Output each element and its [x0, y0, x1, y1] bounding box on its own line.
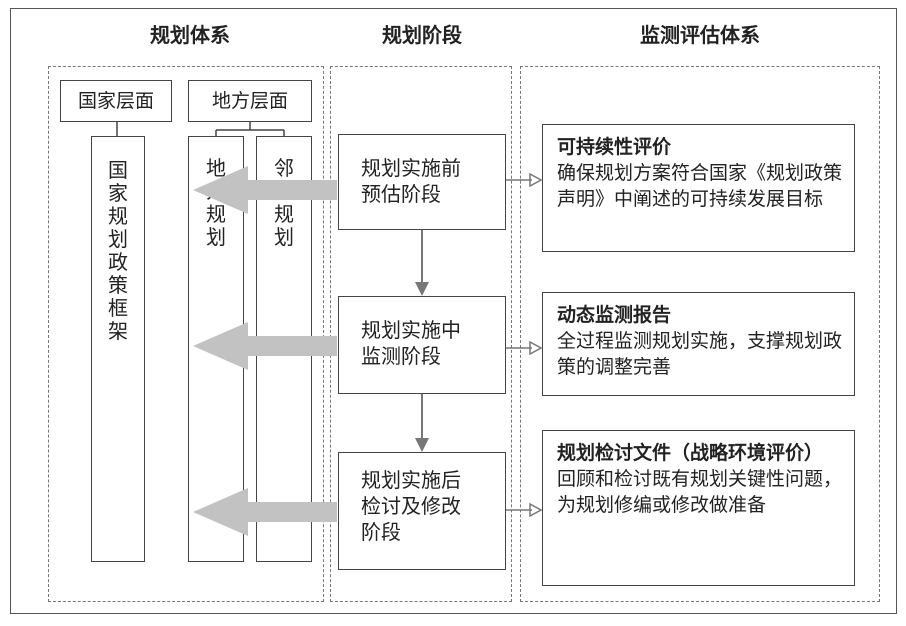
eval-title: 可持续性评价 [557, 136, 672, 158]
national-level-label: 国家层面 [60, 80, 172, 122]
eval-arrow-2 [529, 340, 543, 356]
monitoring-system-region [520, 66, 880, 602]
eval-box-sustainability: 可持续性评价 确保规划方案符合国家《规划政策声明》中阐述的可持续发展目标 [542, 124, 855, 252]
column-title-planning-system: 规划体系 [150, 23, 230, 47]
eval-arrow-1 [529, 172, 543, 188]
stage-down-arrow-1 [415, 282, 429, 296]
feedback-arrow-3 [193, 488, 337, 536]
feedback-arrow-2 [193, 322, 337, 370]
diagram-frame [10, 8, 897, 614]
eval-description: 回顾和检讨既有规划关键性问题，为规划修编或修改做准备 [557, 468, 843, 516]
stage-box-pre-implementation: 规划实施前 预估阶段 [338, 134, 506, 230]
eval-arrow-3 [529, 502, 543, 518]
eval-title: 规划检讨文件（战略环境评价） [557, 442, 824, 464]
column-title-planning-stage: 规划阶段 [382, 23, 462, 47]
column-title-monitoring-system: 监测评估体系 [640, 23, 760, 47]
stage-box-post-implementation: 规划实施后 检讨及修改 阶段 [338, 452, 506, 570]
national-framework-text: 国家规划政策框架 [108, 158, 128, 343]
planning-stage-region [330, 66, 512, 602]
stage-box-implementation: 规划实施中 监测阶段 [338, 296, 506, 394]
local-level-label: 地方层面 [188, 80, 312, 122]
eval-description: 确保规划方案符合国家《规划政策声明》中阐述的可持续发展目标 [557, 162, 843, 210]
feedback-arrow-1 [193, 166, 337, 214]
eval-description: 全过程监测规划实施，支撑规划政策的调整完善 [557, 330, 843, 378]
national-framework-box: 国家规划政策框架 [91, 136, 145, 562]
eval-box-monitoring-report: 动态监测报告 全过程监测规划实施，支撑规划政策的调整完善 [542, 292, 855, 396]
planning-system-region [48, 66, 324, 602]
eval-title: 动态监测报告 [557, 304, 672, 326]
stage-down-arrow-2 [415, 438, 429, 452]
eval-box-review-document: 规划检讨文件（战略环境评价） 回顾和检讨既有规划关键性问题，为规划修编或修改做准… [542, 430, 855, 586]
